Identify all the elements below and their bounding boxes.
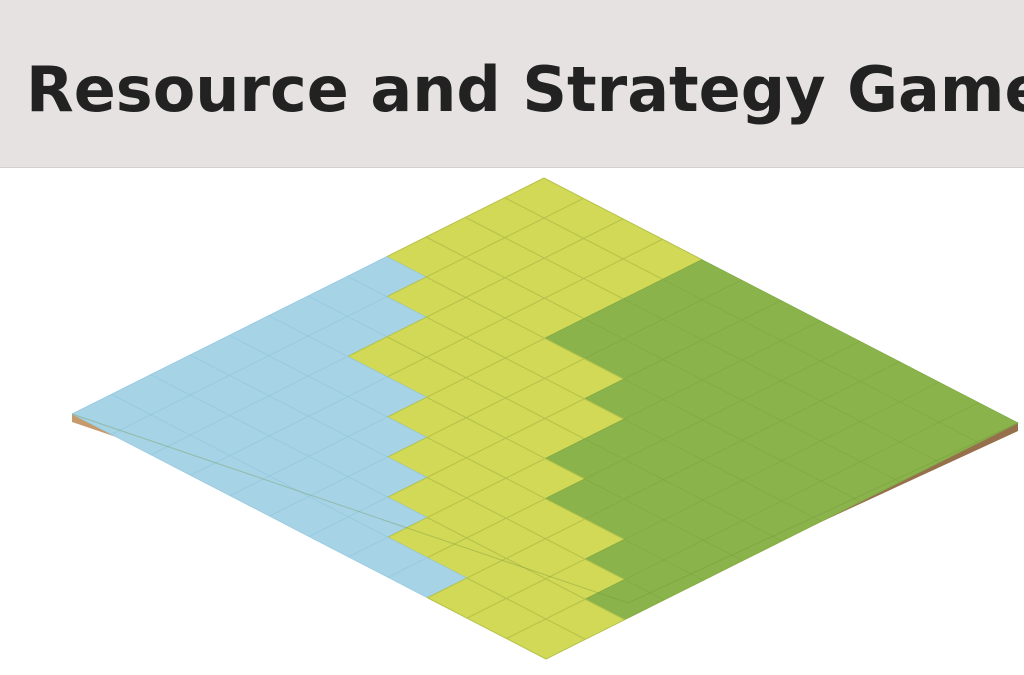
board-front-edge — [71, 413, 1019, 604]
board-tile-grid[interactable] — [71, 177, 1019, 660]
game-board-area — [0, 168, 1024, 675]
header-bar: Resource and Strategy Game — [0, 0, 1024, 168]
tile-sand[interactable] — [506, 618, 586, 660]
page-title: Resource and Strategy Game — [26, 53, 1024, 126]
isometric-game-board[interactable] — [0, 168, 1024, 675]
